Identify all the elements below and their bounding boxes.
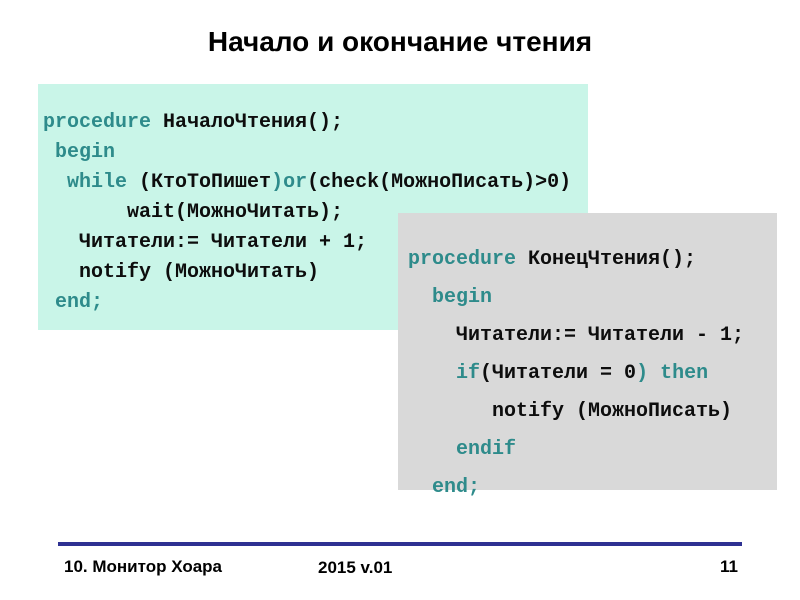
code-text (43, 291, 55, 314)
code-line: endif (408, 431, 777, 469)
code-keyword: end; (55, 291, 104, 314)
code-line: begin (43, 138, 588, 168)
code-text (43, 171, 67, 194)
code-text: КонецЧтения(); (528, 248, 697, 271)
code-text (408, 476, 432, 499)
footer-divider (58, 542, 742, 546)
code-block-end-reading: procedure КонецЧтения(); begin Читатели:… (398, 213, 777, 499)
code-text: Читатели:= Читатели - 1; (408, 324, 745, 347)
code-line: end; (408, 469, 777, 507)
code-keyword: begin (55, 141, 116, 164)
code-text: (КтоТоПишет (127, 171, 272, 194)
code-text: Читатели:= Читатели + 1; (43, 231, 368, 254)
code-line: Читатели:= Читатели - 1; (408, 317, 777, 355)
code-line: end; (43, 288, 588, 318)
code-line: notify (МожноПисать) (408, 393, 777, 431)
code-text (648, 362, 660, 385)
code-block-start-reading: procedure НачалоЧтения(); begin while (К… (38, 84, 588, 330)
code-text (408, 438, 456, 461)
code-text (408, 362, 456, 385)
code-keyword: if (456, 362, 481, 385)
footer-course-label: 10. Монитор Хоара (64, 557, 223, 576)
code-keyword: ) (271, 171, 284, 194)
code-keyword: procedure (43, 111, 164, 134)
code-text (408, 286, 432, 309)
code-keyword: end; (432, 476, 481, 499)
code-text (43, 141, 55, 164)
code-line: Читатели:= Читатели + 1; (43, 228, 588, 258)
code-line: while (КтоТоПишет)or(check(МожноПисать)>… (43, 168, 588, 198)
code-keyword: procedure (408, 248, 529, 271)
slide-title: Начало и окончание чтения (207, 26, 593, 57)
code-text: notify (МожноЧитать) (43, 261, 320, 284)
code-text: (Читатели = 0 (480, 362, 637, 385)
code-keyword: while (67, 171, 128, 194)
code-line: notify (МожноЧитать) (43, 258, 588, 288)
footer-page-number: 11 (720, 557, 738, 576)
code-keyword: ) (636, 362, 649, 385)
code-keyword: begin (432, 286, 493, 309)
code-keyword: endif (456, 438, 517, 461)
code-text: notify (МожноПисать) (408, 400, 733, 423)
code-line: procedure КонецЧтения(); (408, 241, 777, 279)
code-line: wait(МожноЧитать); (43, 198, 588, 228)
code-line: procedure НачалоЧтения(); (43, 108, 588, 138)
code-keyword: then (660, 362, 709, 385)
code-text: НачалоЧтения(); (163, 111, 344, 134)
code-keyword: or (283, 171, 308, 194)
footer-version-label: 2015 v.01 (318, 558, 393, 577)
code-line: begin (408, 279, 777, 317)
code-text: wait(МожноЧитать); (43, 201, 344, 224)
code-line: if(Читатели = 0) then (408, 355, 777, 393)
code-text: (check(МожноПисать)>0) (307, 171, 572, 194)
